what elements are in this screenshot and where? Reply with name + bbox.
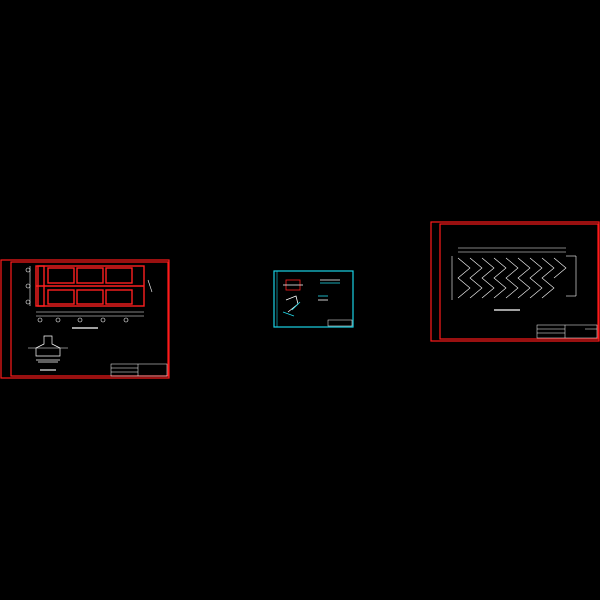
foundation-bay [47, 267, 75, 284]
axis-bubbles [25, 267, 129, 323]
foundation-plan [35, 265, 145, 307]
foundation-bay [105, 267, 133, 284]
title-block [536, 324, 598, 339]
foundation-bay [47, 289, 75, 305]
stair-section-sheet[interactable] [430, 221, 600, 342]
stair-section [451, 247, 577, 300]
detail-sheet[interactable] [273, 270, 354, 328]
foundation-bay [76, 289, 104, 305]
foundation-bay [105, 289, 133, 305]
sheet-inner-border [439, 223, 599, 340]
detail-drawings [282, 279, 340, 317]
sheet-outer-border [0, 259, 170, 379]
foundation-bay [76, 267, 104, 284]
sheet-outer-border [430, 221, 600, 342]
footing-section-detail [28, 335, 68, 371]
foundation-plan-sheet[interactable] [0, 259, 170, 379]
sheet-border [273, 270, 354, 328]
sheet-inner-border [10, 261, 169, 377]
title-block [327, 319, 353, 327]
title-block [110, 363, 168, 377]
